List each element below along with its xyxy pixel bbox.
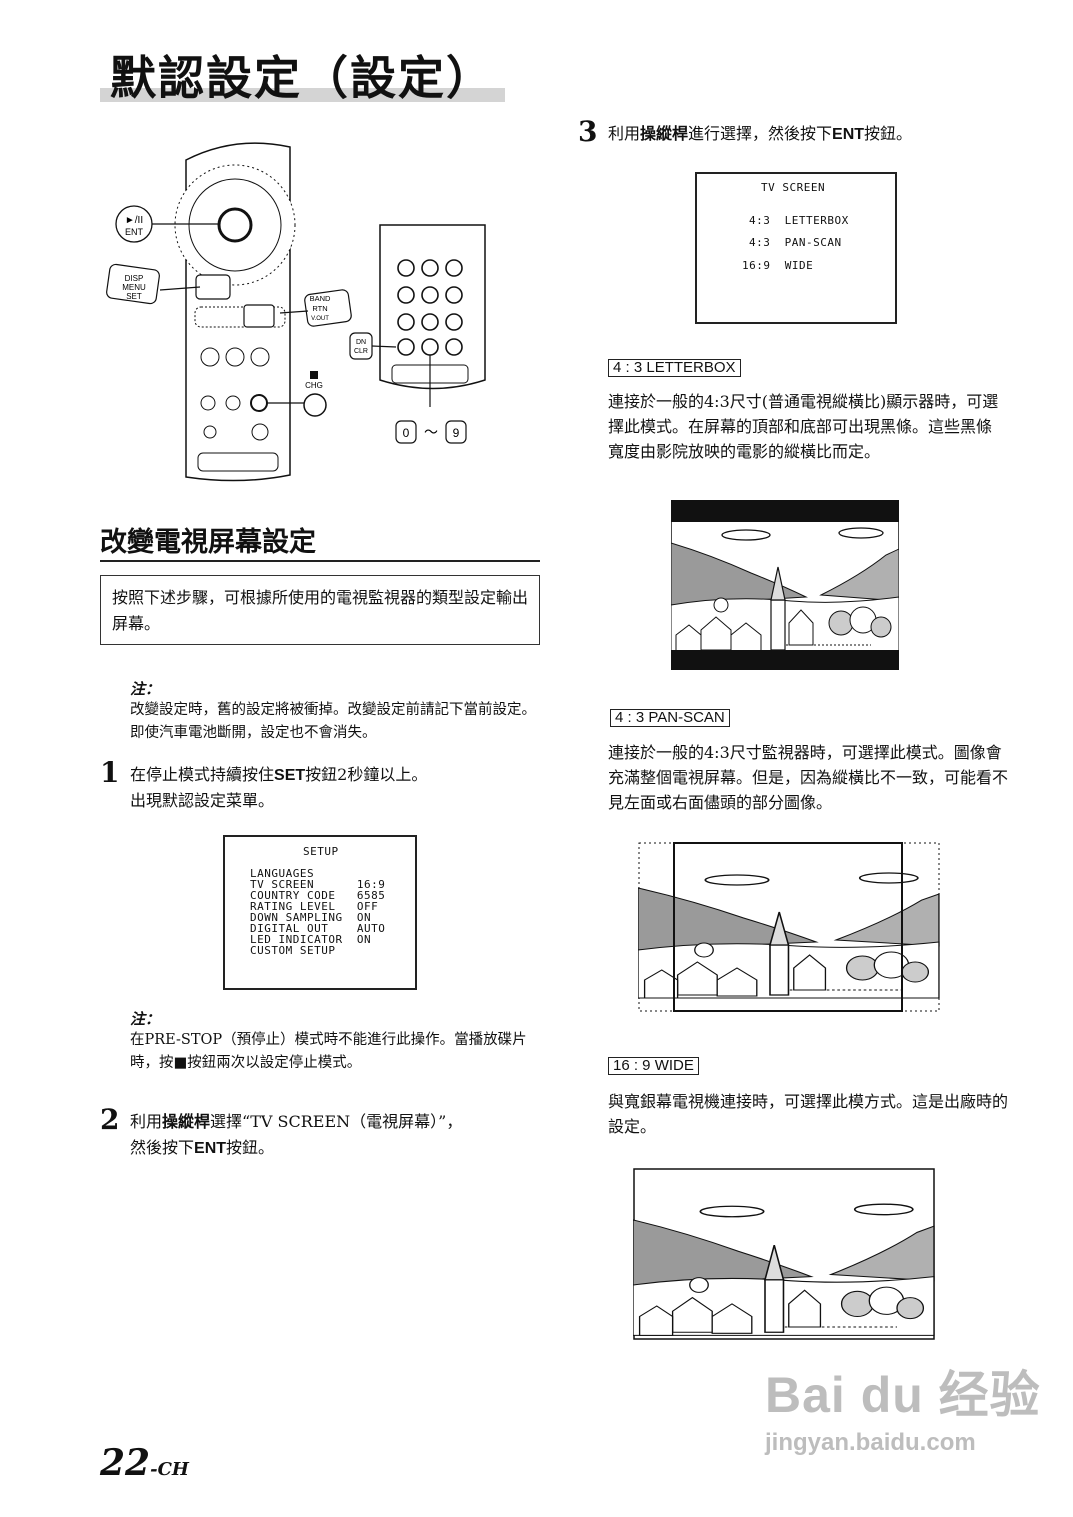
play-ent-top-label: ►/II [125, 215, 143, 226]
step-number: 3 [578, 115, 598, 148]
step-number: 1 [100, 756, 120, 789]
wide-illustration [633, 1168, 935, 1340]
letterbox-label: 4 : 3 LETTERBOX [608, 359, 741, 377]
setup-menu-row: TV SCREEN 16:9 [250, 878, 386, 891]
watermark-brand: Bai du 经验 [765, 1367, 1041, 1423]
step-3-line: 利用操縱桿進行選擇，然後按下ENT按鈕。 [608, 124, 913, 143]
page-title: 默認設定（設定） [110, 51, 494, 105]
step-number: 2 [100, 1103, 120, 1136]
intro-box [100, 575, 540, 645]
menu-label: MENU [122, 283, 146, 292]
remote-control-illustration: ►/II ENT DISP MENU SET BAND RTN V.OUT DN… [106, 142, 486, 482]
setup-menu-row: LED INDICATOR ON [250, 933, 372, 946]
baidu-watermark: Bai du 经验 jingyan.baidu.com [765, 1355, 1041, 1457]
note-text: 在PRE-STOP（預停止）模式時不能進行此操作。當播放碟片時，按■按鈕兩次以設… [130, 1032, 527, 1071]
setup-menu-row: DOWN SAMPLING ON [250, 911, 372, 924]
zero-key-label: 0 [403, 426, 410, 440]
nine-key-label: 9 [453, 426, 460, 440]
stop-icon: ■ [173, 1055, 188, 1071]
letterbox-illustration [671, 500, 899, 670]
title-underline-bar [100, 88, 505, 102]
setup-menu-row: COUNTRY CODE 6585 [250, 889, 386, 902]
letterbox-description: 連接於一般的4:3尺寸(普通電視縱橫比)顯示器時，可選擇此模式。在屏幕的頂部和底… [608, 392, 999, 461]
step-1-line-1: 在停止模式持續按住SET按鈕2秒鐘以上。 [130, 765, 428, 784]
note-text: 改變設定時，舊的設定將被衝掉。改變設定前請記下當前設定。即使汽車電池斷開，設定也… [130, 702, 536, 741]
setup-title: SETUP [303, 845, 339, 858]
clr-label: CLR [354, 348, 368, 355]
band-label: BAND [310, 294, 331, 303]
panscan-illustration [638, 842, 940, 1012]
panscan-label: 4 : 3 PAN-SCAN [610, 709, 730, 727]
section-rule [100, 560, 540, 562]
set-label: SET [126, 292, 142, 301]
panscan-description: 連接於一般的4:3尺寸監視器時，可選擇此模式。圖像會充滿整個電視屏幕。但是，因為… [608, 743, 1009, 812]
note-label: 注： [130, 680, 161, 698]
tv-screen-menu: TV SCREEN 4:3 LETTERBOX 4:3 PAN-SCAN 16:… [695, 172, 897, 324]
section-heading: 改變電視屏幕設定 [100, 527, 316, 558]
step-2-line-1: 利用操縱桿選擇“TV SCREEN（電視屏幕）”， [130, 1112, 463, 1131]
play-ent-bottom-label: ENT [125, 227, 144, 237]
setup-menu-row: LANGUAGES [250, 867, 315, 880]
tv-screen-title: TV SCREEN [761, 181, 826, 194]
step-1-line-2: 出現默認設定菜單。 [130, 791, 275, 810]
range-tilde: ～ [424, 425, 438, 441]
step-2-line-2: 然後按下ENT按鈕。 [130, 1138, 275, 1157]
vout-label: V.OUT [311, 316, 329, 322]
tv-screen-option-letterbox: 4:3 LETTERBOX [749, 214, 849, 227]
wide-label: 16 : 9 WIDE [608, 1057, 699, 1075]
dn-label: DN [356, 339, 366, 346]
setup-menu-row: CUSTOM SETUP [250, 944, 336, 957]
rtn-label: RTN [312, 304, 327, 313]
watermark-url: jingyan.baidu.com [765, 1429, 976, 1456]
tv-screen-option-wide: 16:9 WIDE [742, 259, 814, 272]
note-label: 注： [130, 1010, 161, 1028]
tv-screen-option-panscan: 4:3 PAN-SCAN [749, 236, 842, 249]
page-number: 22-CH [100, 1442, 189, 1484]
wide-description: 與寬銀幕電視機連接時，可選擇此模方式。這是出廠時的設定。 [608, 1092, 1009, 1136]
intro-text: 按照下述步驟，可根據所使用的電視監視器的類型設定輸出屏幕。 [112, 588, 529, 633]
setup-menu-row: DIGITAL OUT AUTO [250, 922, 386, 935]
chg-label: CHG [305, 381, 323, 390]
disp-label: DISP [125, 274, 144, 283]
setup-menu-row: RATING LEVEL OFF [250, 900, 379, 913]
